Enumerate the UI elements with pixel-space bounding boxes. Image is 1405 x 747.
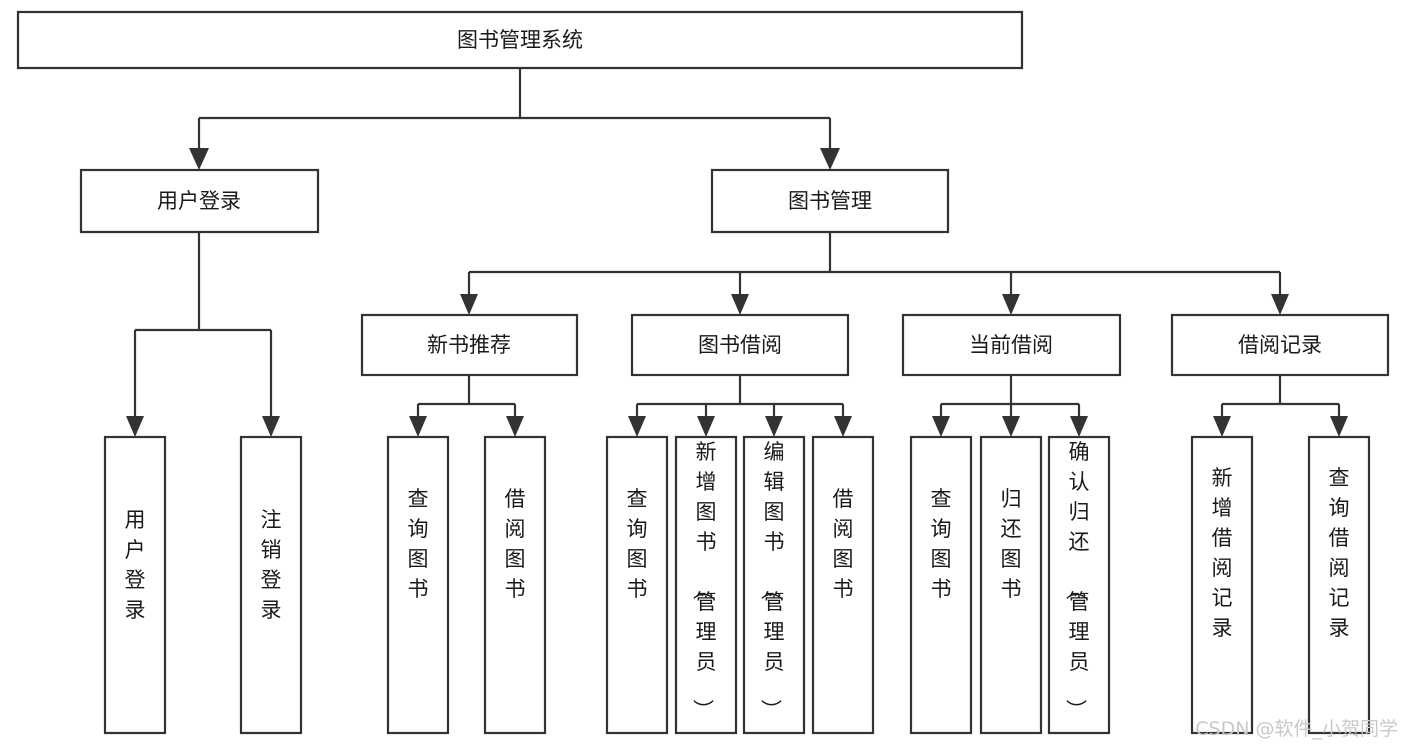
arrow-head-icon xyxy=(628,416,646,437)
node-leaf-edit-book-box[interactable] xyxy=(742,435,806,735)
node-leaf-borrow-book-box[interactable] xyxy=(811,435,875,735)
node-leaf-borrow-book-label: 借阅图书 xyxy=(833,487,854,601)
node-leaf-edit-book[interactable]: 编辑图书（管理员） xyxy=(742,435,806,735)
node-current-borrow-box[interactable] xyxy=(901,313,1122,377)
node-leaf-borrow-book-newbook[interactable]: 借阅图书 xyxy=(483,435,547,735)
connector-group-new-book xyxy=(409,375,524,437)
node-current-borrow-label: 当前借阅 xyxy=(969,333,1053,357)
node-leaf-query-borrow-record-box[interactable] xyxy=(1307,435,1371,735)
node-user-login-label: 用户登录 xyxy=(157,189,241,213)
arrow-head-icon xyxy=(820,148,840,170)
connector-group-current-borrow xyxy=(932,375,1088,437)
node-leaf-logout-label: 注销登录 xyxy=(261,508,282,622)
arrow-head-icon xyxy=(834,416,852,437)
node-leaf-return-book[interactable]: 归还图书 xyxy=(979,435,1043,735)
node-leaf-borrow-book-newbook-box[interactable] xyxy=(483,435,547,735)
node-borrow-record-box[interactable] xyxy=(1170,313,1390,377)
arrow-head-icon xyxy=(262,416,280,437)
node-root[interactable]: 图书管理系统 xyxy=(16,10,1024,70)
node-leaf-confirm-return[interactable]: 确认归还（管理员） xyxy=(1047,435,1111,735)
node-leaf-user-login-label: 用户登录 xyxy=(125,508,146,622)
node-new-book-recommend[interactable]: 新书推荐 xyxy=(360,313,579,377)
node-new-book-recommend-box[interactable] xyxy=(360,313,579,377)
node-book-management-label: 图书管理 xyxy=(788,189,872,213)
node-leaf-add-borrow-record-box[interactable] xyxy=(1190,435,1254,735)
node-leaf-logout[interactable]: 注销登录 xyxy=(239,435,303,735)
node-user-login[interactable]: 用户登录 xyxy=(79,168,320,234)
arrow-head-icon xyxy=(1330,416,1348,437)
node-leaf-query-borrow-record[interactable]: 查询借阅记录 xyxy=(1307,435,1371,735)
connector-group-root xyxy=(189,68,840,170)
node-leaf-add-book[interactable]: 新增图书（管理员） xyxy=(674,435,738,735)
node-leaf-add-borrow-record-label: 新增借阅记录 xyxy=(1212,466,1233,640)
node-book-management-box[interactable] xyxy=(710,168,950,234)
connector-group-book-borrow xyxy=(628,375,852,437)
connector-group-user-login xyxy=(126,232,280,437)
node-leaf-borrow-book-newbook-label: 借阅图书 xyxy=(505,487,526,601)
node-borrow-record-label: 借阅记录 xyxy=(1238,333,1322,357)
node-book-management[interactable]: 图书管理 xyxy=(710,168,950,234)
node-leaf-query-book-newbook[interactable]: 查询图书 xyxy=(386,435,450,735)
node-leaf-query-book-newbook-label: 查询图书 xyxy=(408,487,429,601)
node-leaf-confirm-return-label: 确认归还（管理员） xyxy=(1064,440,1090,720)
node-leaf-query-book-borrow-label: 查询图书 xyxy=(627,487,648,601)
node-book-borrow[interactable]: 图书借阅 xyxy=(630,313,850,377)
node-leaf-query-book-newbook-box[interactable] xyxy=(386,435,450,735)
node-leaf-logout-box[interactable] xyxy=(239,435,303,735)
node-leaf-user-login-box[interactable] xyxy=(103,435,167,735)
node-leaf-return-book-box[interactable] xyxy=(979,435,1043,735)
arrow-head-icon xyxy=(460,294,478,315)
arrow-head-icon xyxy=(932,416,950,437)
arrow-head-icon xyxy=(409,416,427,437)
arrow-head-icon xyxy=(1271,294,1289,315)
arrow-head-icon xyxy=(506,416,524,437)
node-leaf-add-book-box[interactable] xyxy=(674,435,738,735)
node-current-borrow[interactable]: 当前借阅 xyxy=(901,313,1122,377)
watermark-label: CSDN @软件_小贺同学 xyxy=(1195,718,1398,740)
arrow-head-icon xyxy=(765,416,783,437)
arrow-head-icon xyxy=(1070,416,1088,437)
arrow-head-icon xyxy=(1002,416,1020,437)
node-leaf-query-book-borrow[interactable]: 查询图书 xyxy=(605,435,669,735)
node-root-label: 图书管理系统 xyxy=(457,28,583,52)
node-leaf-return-book-label: 归还图书 xyxy=(1001,487,1022,601)
arrow-head-icon xyxy=(697,416,715,437)
node-new-book-recommend-label: 新书推荐 xyxy=(427,333,511,357)
node-book-borrow-label: 图书借阅 xyxy=(698,333,782,357)
node-leaf-confirm-return-box[interactable] xyxy=(1047,435,1111,735)
node-leaf-query-borrow-record-label: 查询借阅记录 xyxy=(1329,466,1350,640)
node-leaf-borrow-book[interactable]: 借阅图书 xyxy=(811,435,875,735)
node-borrow-record[interactable]: 借阅记录 xyxy=(1170,313,1390,377)
node-leaf-add-borrow-record[interactable]: 新增借阅记录 xyxy=(1190,435,1254,735)
arrow-head-icon xyxy=(126,416,144,437)
arrow-head-icon xyxy=(189,148,209,170)
node-root-box[interactable] xyxy=(16,10,1024,70)
connector-group-book-mgmt xyxy=(460,232,1289,315)
arrow-head-icon xyxy=(731,294,749,315)
node-leaf-query-book-current-label: 查询图书 xyxy=(931,487,952,601)
node-leaf-user-login[interactable]: 用户登录 xyxy=(103,435,167,735)
node-book-borrow-box[interactable] xyxy=(630,313,850,377)
node-leaf-add-book-label: 新增图书（管理员） xyxy=(691,440,717,720)
connector-group-borrow-record xyxy=(1213,375,1348,437)
node-leaf-query-book-current-box[interactable] xyxy=(909,435,973,735)
node-user-login-box[interactable] xyxy=(79,168,320,234)
arrow-head-icon xyxy=(1002,294,1020,315)
arrow-head-icon xyxy=(1213,416,1231,437)
node-leaf-edit-book-label: 编辑图书（管理员） xyxy=(759,440,785,720)
node-leaf-query-book-borrow-box[interactable] xyxy=(605,435,669,735)
node-leaf-query-book-current[interactable]: 查询图书 xyxy=(909,435,973,735)
